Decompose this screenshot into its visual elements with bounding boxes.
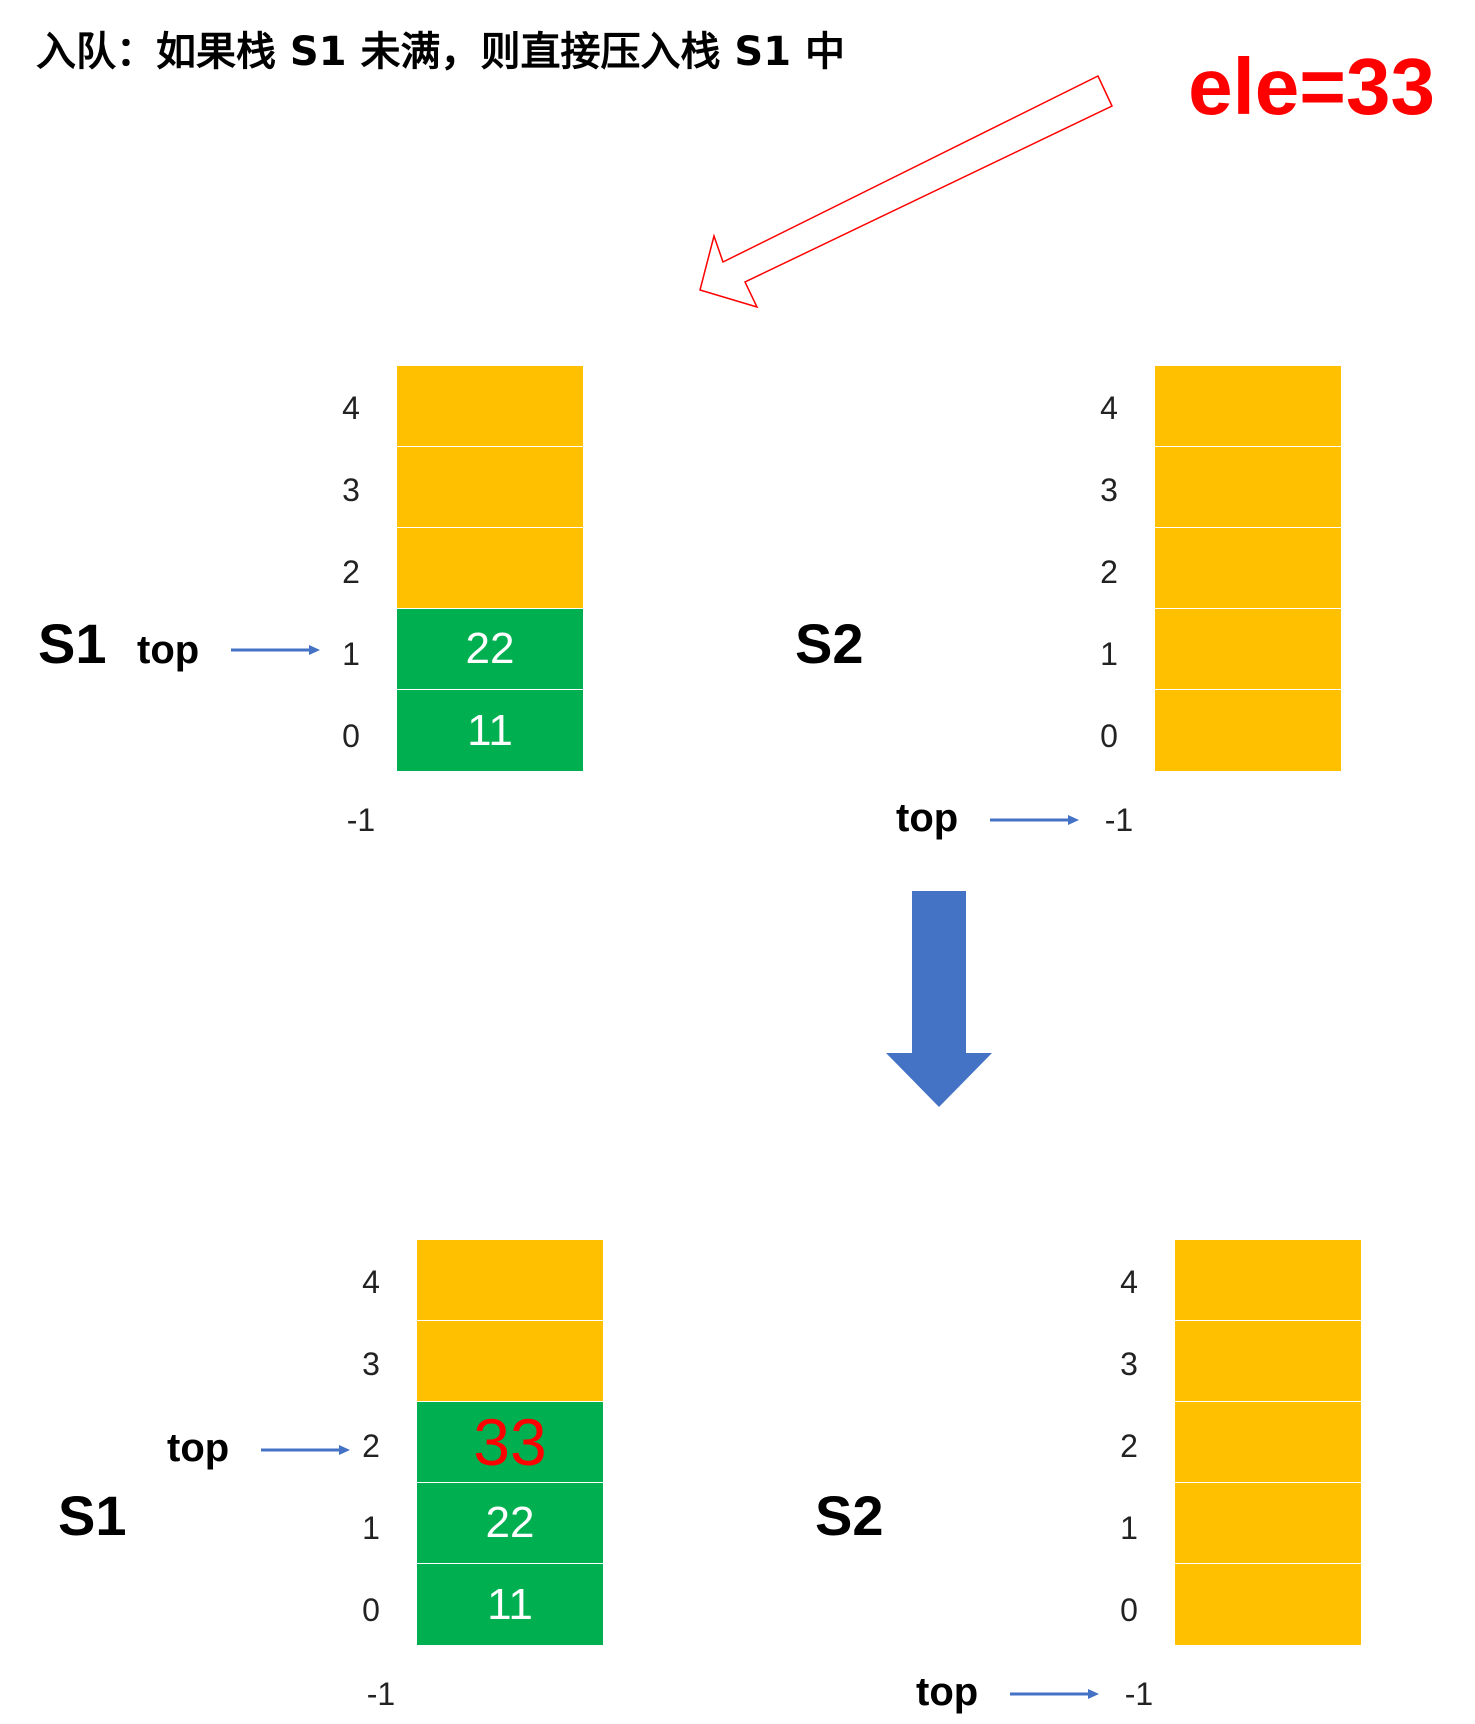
index-label: 0: [1100, 718, 1118, 754]
top-label-before-s1: top: [137, 628, 200, 672]
stack-cell: [1175, 1564, 1361, 1645]
stack-name-before-s2: S2: [795, 612, 864, 675]
stack-cell: [417, 1321, 603, 1402]
top-label-after-s2: top: [916, 1670, 979, 1714]
stack-cell: [1155, 447, 1341, 528]
stack-before-s2: [1155, 366, 1341, 771]
top-label-before-s2: top: [896, 796, 959, 840]
index-label: 3: [1100, 472, 1118, 508]
pointer-arrow-before-s1: [231, 645, 320, 655]
index-label: 2: [1120, 1428, 1138, 1464]
index-label: 0: [342, 718, 360, 754]
enqueue-arrow-icon: [699, 74, 1113, 309]
stack-cell: [417, 1240, 603, 1321]
pointer-arrow-after-s2: [1010, 1689, 1099, 1699]
stack-cell: [397, 447, 583, 528]
stack-cell: [397, 366, 583, 447]
index-label: 2: [362, 1428, 380, 1464]
stack-cell-new: 33: [417, 1402, 603, 1483]
index-label: 3: [342, 472, 360, 508]
stack-cell: [1175, 1402, 1361, 1483]
stack-cell: [1175, 1321, 1361, 1402]
pointer-arrow-before-s2: [990, 815, 1079, 825]
stack-cell: 22: [397, 609, 583, 690]
stack-cell: [397, 528, 583, 609]
index-label: 1: [342, 636, 360, 672]
transition-arrow-icon: [886, 891, 992, 1107]
stack-before-s1: 22 11: [397, 366, 583, 771]
top-label-after-s1: top: [167, 1426, 230, 1470]
index-label: 1: [1120, 1510, 1138, 1546]
stack-after-s2: [1175, 1240, 1361, 1645]
stack-cell: [1175, 1240, 1361, 1321]
index-label: 0: [362, 1592, 380, 1628]
stack-name-after-s1: S1: [58, 1484, 127, 1547]
stack-cell: [1155, 609, 1341, 690]
stack-cell: [1155, 528, 1341, 609]
index-label: 4: [1120, 1264, 1138, 1300]
index-label: 4: [1100, 390, 1118, 426]
index-label: 3: [1120, 1346, 1138, 1382]
index-label: 1: [1100, 636, 1118, 672]
pointer-arrow-after-s1: [261, 1445, 350, 1455]
index-label: 0: [1120, 1592, 1138, 1628]
index-label: -1: [1124, 1676, 1154, 1712]
index-label: 1: [362, 1510, 380, 1546]
stack-cell: [1155, 690, 1341, 771]
index-label: 2: [342, 554, 360, 590]
index-label: 2: [1100, 554, 1118, 590]
index-label: -1: [346, 802, 376, 838]
index-label: -1: [1104, 802, 1134, 838]
stack-cell: [1155, 366, 1341, 447]
stack-cell: 11: [397, 690, 583, 771]
index-label: 4: [362, 1264, 380, 1300]
stack-name-after-s2: S2: [815, 1484, 884, 1547]
stack-name-before-s1: S1: [38, 612, 107, 675]
ele-value-label: ele=33: [1188, 42, 1435, 131]
stack-cell: 22: [417, 1483, 603, 1564]
stack-cell: [1175, 1483, 1361, 1564]
index-label: 4: [342, 390, 360, 426]
stack-after-s1: 33 22 11: [417, 1240, 603, 1645]
index-label: 3: [362, 1346, 380, 1382]
index-label: -1: [366, 1676, 396, 1712]
stack-cell: 11: [417, 1564, 603, 1645]
page-title: 入队：如果栈 S1 未满，则直接压入栈 S1 中: [36, 29, 845, 75]
